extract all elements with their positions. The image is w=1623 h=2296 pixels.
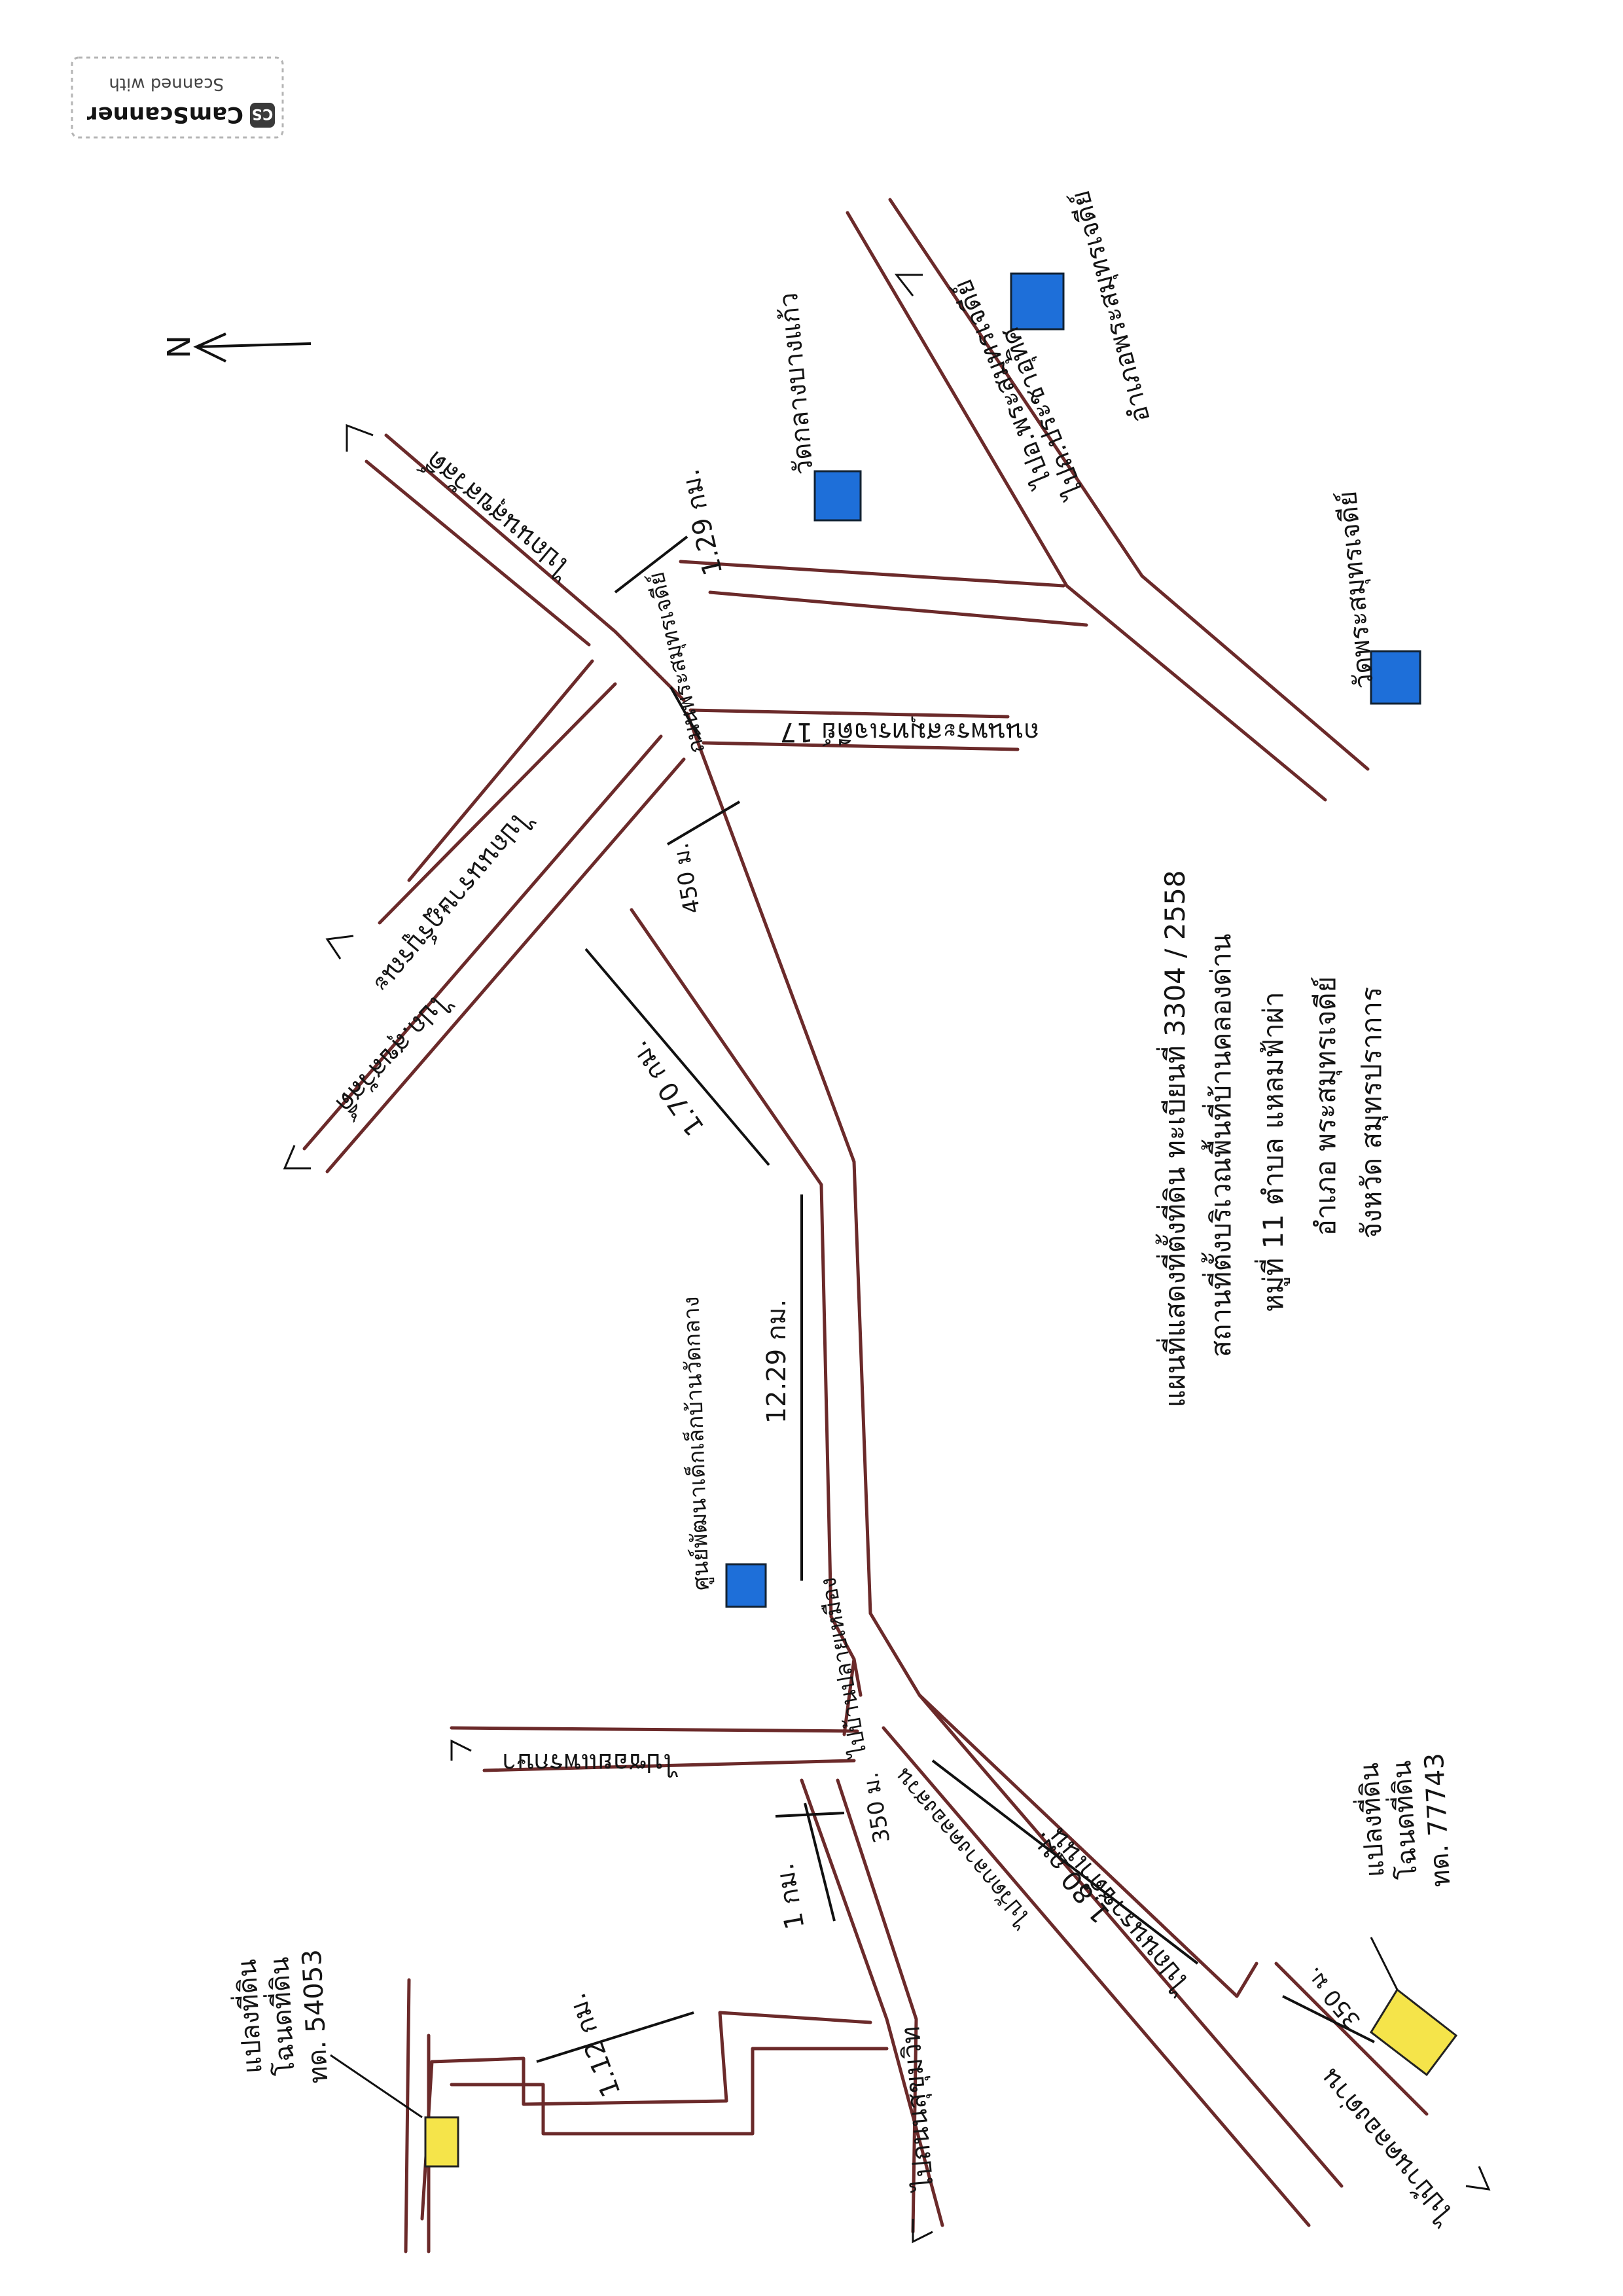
target-2-line1: แปลงที่ดิน bbox=[1351, 1762, 1390, 1878]
landmarks bbox=[725, 272, 1421, 1608]
road-label-12: ไปวัดกลางคลองสวน bbox=[890, 1763, 1038, 1932]
landmark-marker-temple-1 bbox=[813, 470, 862, 522]
scanner-logo: CS bbox=[252, 105, 273, 122]
road-label-11: ไปบ้านคลองด่าน bbox=[1315, 2063, 1461, 2230]
target-1-line3: ทด. 54053 bbox=[297, 1948, 334, 2084]
scanner-brand: CamScanner bbox=[87, 101, 243, 128]
target-plot-1 bbox=[424, 2116, 459, 2168]
road-label-10: ไปถนนสุขุมวิท bbox=[895, 2025, 940, 2194]
road-label-9: ไปซอยแพรกษา bbox=[502, 1748, 679, 1778]
dimension-lines bbox=[536, 535, 1375, 2063]
distance-8: 1.12 กม. bbox=[562, 1989, 627, 2101]
note-line-4: อำเภอ พระสมุทรเจดีย์ bbox=[1310, 977, 1343, 1236]
target-plot-2 bbox=[1370, 1988, 1458, 2077]
distance-3: 1.70 กม. bbox=[624, 1035, 710, 1141]
distance-4: 12.29 กม. bbox=[762, 1299, 792, 1424]
north-arrow: N bbox=[159, 332, 312, 363]
target-1-line1: แปลงที่ดิน bbox=[228, 1958, 268, 2074]
target-plots bbox=[330, 1937, 1458, 2168]
road-label-4: ถนนพระสมุทรเจดีย์ bbox=[643, 569, 711, 756]
distance-5: 350 ม. bbox=[857, 1770, 895, 1845]
note-line-5: จังหวัด สมุทรปราการ bbox=[1355, 987, 1389, 1239]
notes-block: แผนที่แสดงที่ตั้งที่ดิน ทะเบียนที่ 3304 … bbox=[1155, 870, 1389, 1407]
road-label-5: ไปถนนราษฎร์บูรณะ bbox=[366, 804, 537, 999]
road-label-8: ไปบ้านปลายเหมือง bbox=[815, 1575, 872, 1761]
road-network bbox=[302, 198, 1429, 2253]
landmark-label-temple-1: วัดกลางบางแก้ว bbox=[774, 291, 819, 476]
target-2-line3: ทด. 77743 bbox=[1419, 1752, 1457, 1888]
landmark-marker-temple-2 bbox=[1370, 650, 1421, 705]
road-label-3: ไปถนนสุขสวัสดิ์ bbox=[416, 443, 579, 588]
landmark-marker-district-office bbox=[1010, 272, 1065, 331]
landmark-marker-childcare bbox=[725, 1563, 767, 1608]
landmark-label-childcare: ศูนย์พัฒนาเด็กเล็กบ้านวัดกลาง bbox=[677, 1296, 715, 1591]
distance-7: 1 กม. bbox=[770, 1861, 811, 1931]
note-line-2: สถานที่ตั้งบริเวณพื้นที่บ้านคลองด่าน bbox=[1201, 933, 1237, 1357]
landmark-label-district: อำเภอพระสมุทรเจดีย์ bbox=[1065, 187, 1157, 426]
landmark-label-temple-2: วัดพระสมุทรเจดีย์ bbox=[1332, 490, 1380, 690]
road-label-6: ไปถ.สุขสวัสดิ์ bbox=[328, 986, 460, 1124]
note-line-1: แผนที่แสดงที่ตั้งที่ดิน ทะเบียนที่ 3304 … bbox=[1155, 870, 1191, 1407]
scanner-badge: CS CamScanner Scanned with bbox=[71, 56, 284, 139]
road-arrows bbox=[283, 274, 1491, 2244]
distance-2: 450 ม. bbox=[668, 841, 705, 916]
note-line-3: หมู่ที่ 11 ตำบล แหลมฟ้าผ่า bbox=[1255, 992, 1290, 1312]
target-labels: แปลงที่ดิน โฉนดที่ดิน ทด. 54053 แปลงที่ด… bbox=[228, 1752, 1456, 2084]
scanner-caption: Scanned with bbox=[109, 74, 224, 94]
north-label: N bbox=[159, 335, 196, 359]
road-label-7: ถนนพระสมุทรเจดีย์ 17 bbox=[779, 716, 1039, 747]
